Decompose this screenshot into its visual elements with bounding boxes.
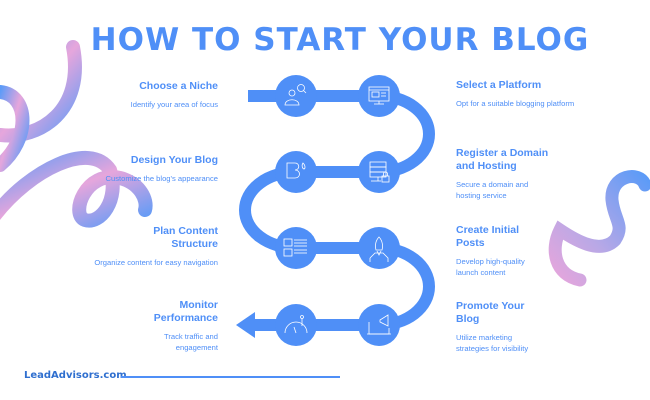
step-register-domain: Register a Domain and Hosting Secure a d… — [456, 147, 556, 201]
step-description: Develop high-quality launch content — [456, 257, 525, 277]
browser-window-icon — [368, 86, 390, 105]
step-promote-blog: Promote Your Blog Utilize marketing stra… — [456, 300, 556, 354]
page-title: HOW TO START YOUR BLOG — [90, 22, 590, 58]
step-circle-plan-content — [275, 227, 317, 269]
content-layout-icon — [283, 238, 307, 257]
step-circle-design-blog — [275, 151, 317, 193]
step-plan-content: Plan Content Structure Organize content … — [88, 225, 218, 269]
step-circle-monitor — [275, 304, 317, 346]
step-circle-choose-niche — [275, 75, 317, 117]
step-create-posts: Create Initial Posts Develop high-qualit… — [456, 224, 556, 278]
step-circle-promote — [358, 304, 400, 346]
step-description: Customize the blog's appearance — [105, 174, 218, 183]
squiggle-right-decoration — [548, 170, 650, 287]
megaphone-laptop-icon — [367, 314, 391, 335]
step-description: Opt for a suitable blogging platform — [456, 99, 575, 108]
step-circle-create-posts — [358, 227, 400, 269]
step-title: Register a Domain and Hosting — [456, 147, 549, 172]
brand-logo: LeadAdvisors.com — [24, 370, 127, 381]
speedometer-icon — [284, 315, 308, 334]
step-monitor-performance: Monitor Performance Track traffic and en… — [88, 299, 218, 353]
user-search-icon — [284, 84, 307, 106]
footer-divider — [121, 376, 340, 378]
step-title: Choose a Niche — [139, 80, 218, 92]
step-description: Identify your area of focus — [130, 100, 218, 109]
blog-design-icon — [286, 162, 306, 179]
step-description: Track traffic and engagement — [163, 332, 218, 352]
step-circles — [275, 75, 400, 346]
step-title: Design Your Blog — [130, 154, 218, 166]
step-description: Secure a domain and hosting service — [456, 180, 529, 200]
step-title: Create Initial Posts — [456, 224, 520, 249]
step-description: Organize content for easy navigation — [94, 258, 218, 267]
server-lock-icon — [369, 161, 390, 183]
step-title: Plan Content Structure — [153, 225, 218, 250]
process-path — [236, 90, 435, 338]
step-description: Utilize marketing strategies for visibil… — [456, 333, 529, 353]
rocket-launch-icon — [369, 236, 389, 262]
step-title: Select a Platform — [456, 79, 542, 91]
squiggle-left-decoration — [0, 40, 153, 228]
step-select-platform: Select a Platform Opt for a suitable blo… — [456, 79, 586, 110]
step-title: Promote Your Blog — [456, 300, 525, 325]
arrow-head — [236, 312, 255, 338]
step-choose-niche: Choose a Niche Identify your area of foc… — [88, 80, 218, 111]
step-title: Monitor Performance — [153, 299, 218, 324]
step-design-blog: Design Your Blog Customize the blog's ap… — [88, 154, 218, 185]
